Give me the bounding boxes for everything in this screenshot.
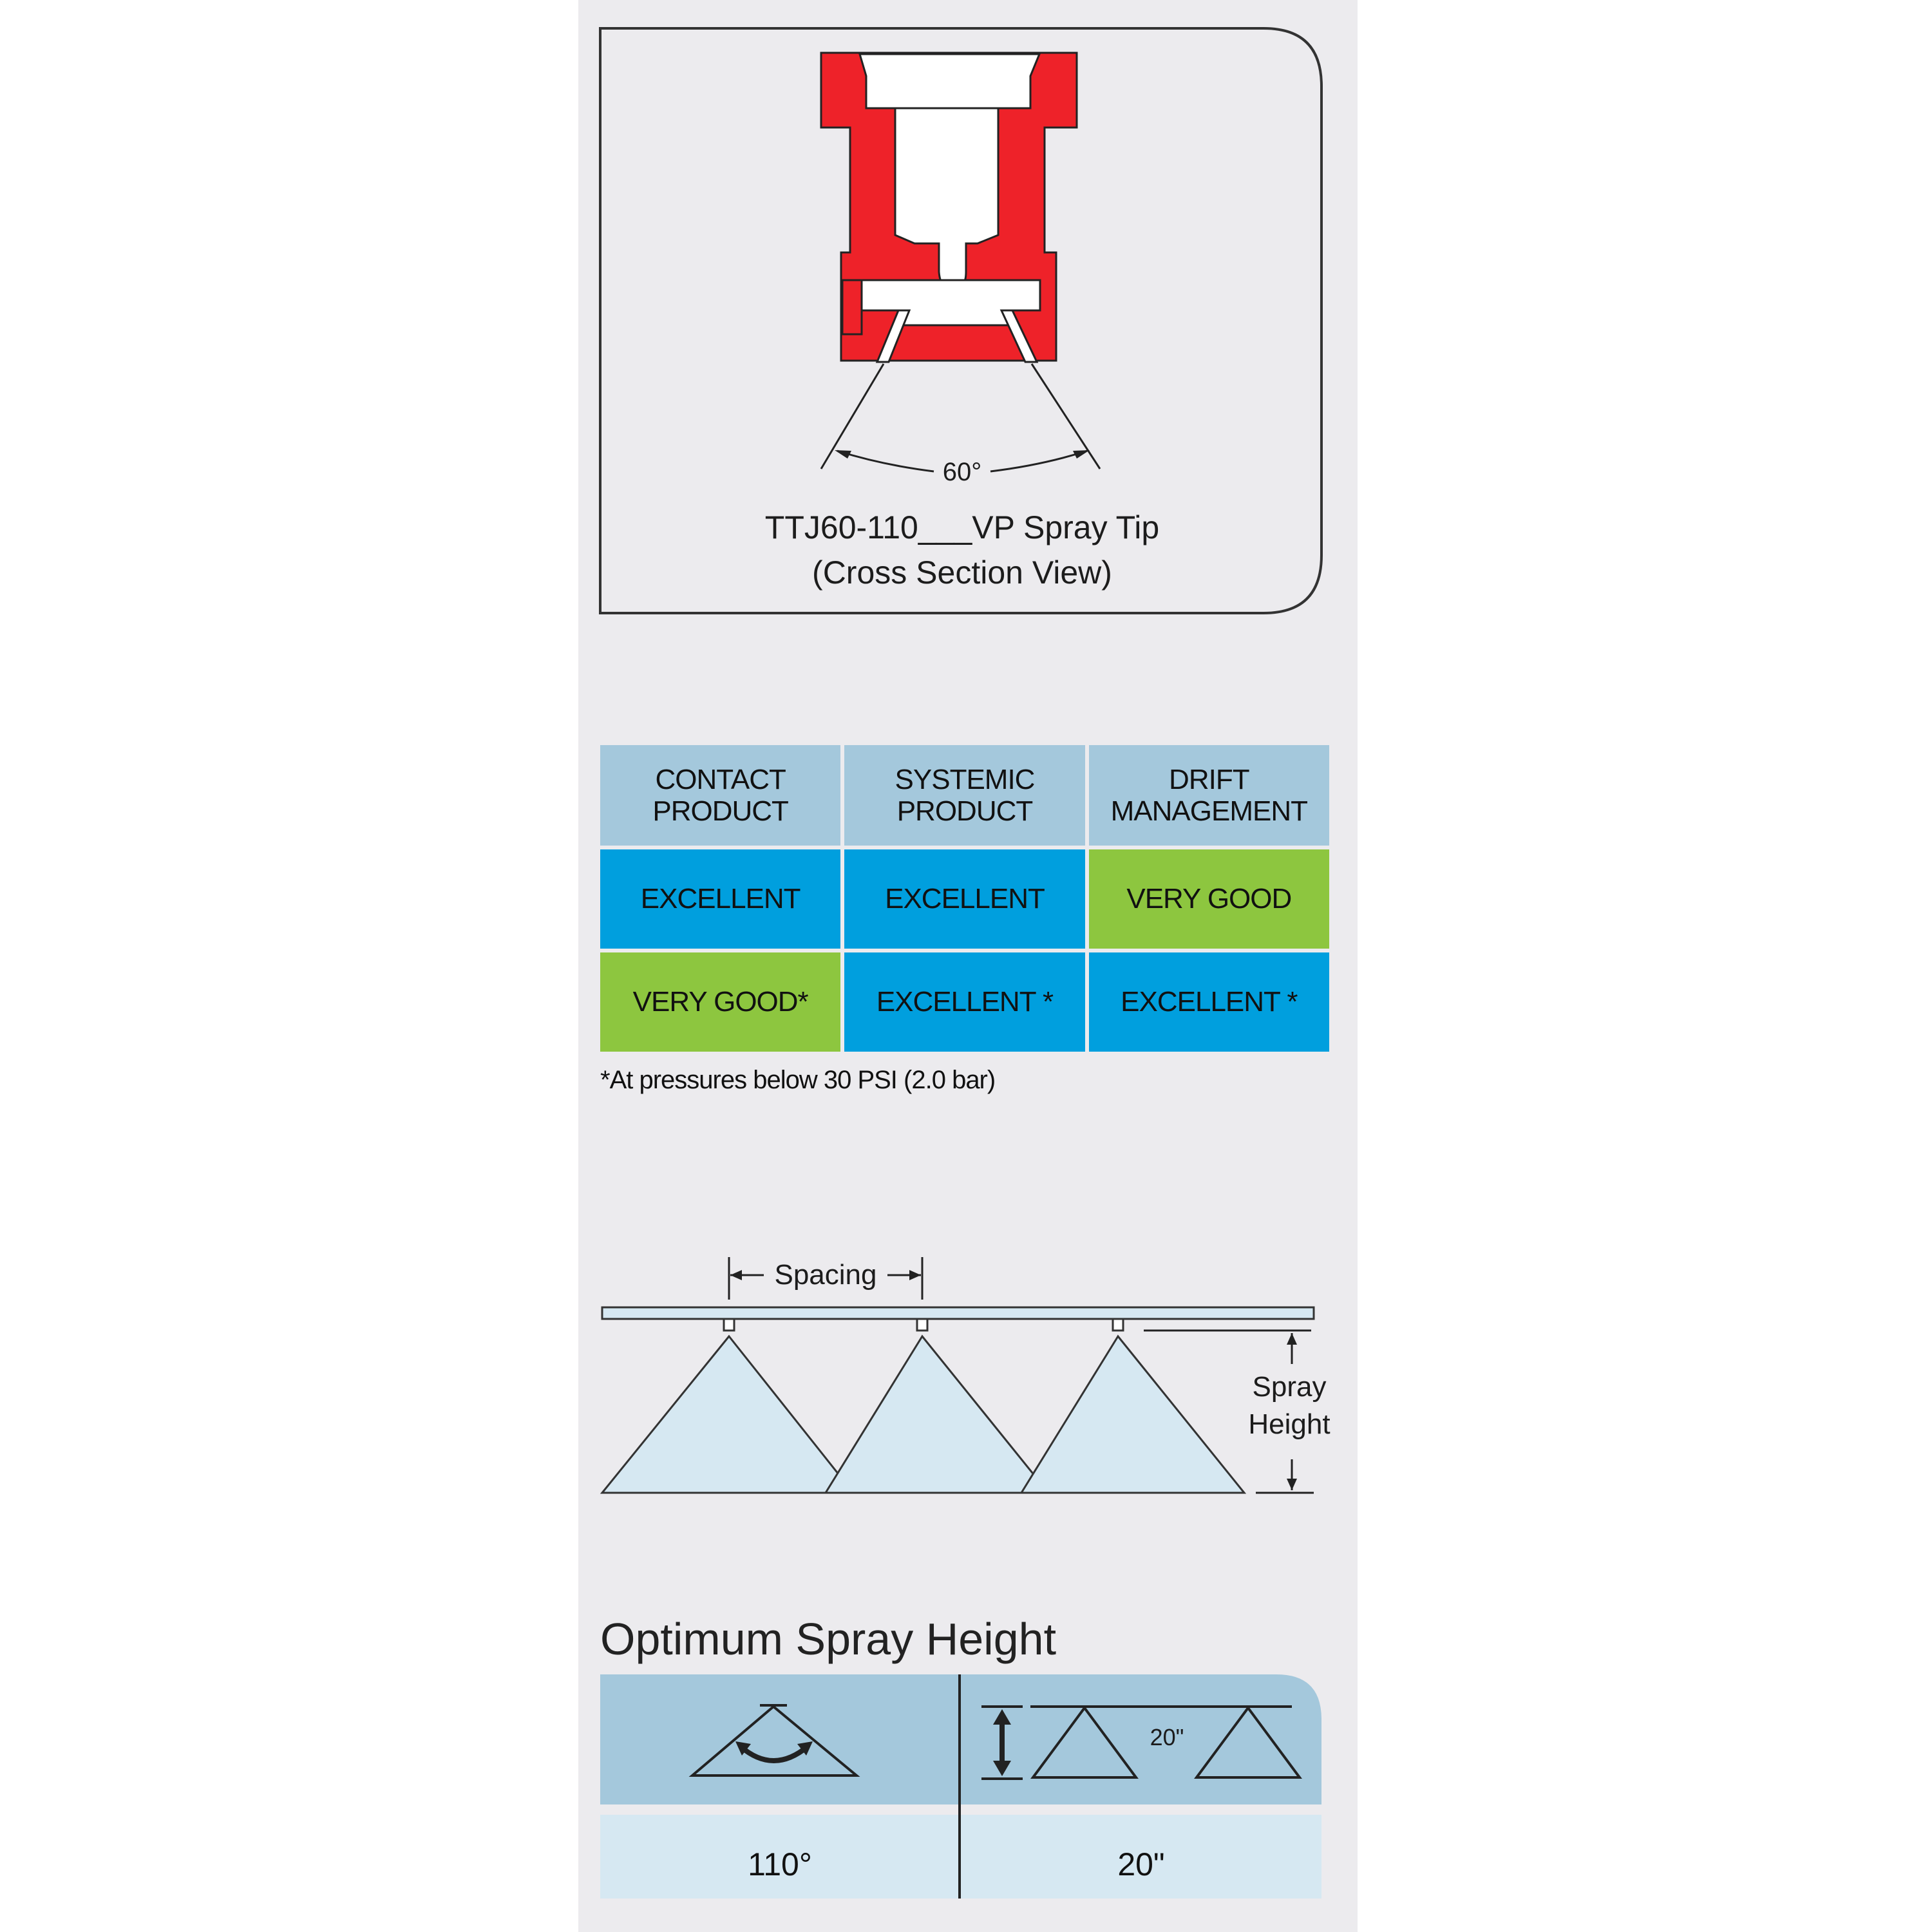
spray-cone-3 — [1019, 1334, 1247, 1494]
header-contact-product: CONTACT PRODUCT — [600, 745, 841, 846]
angle-arrow-left — [835, 450, 851, 459]
spacing-label: Spacing — [774, 1259, 876, 1291]
nozzle-outlet-right — [999, 309, 1039, 363]
spray-line-left — [820, 363, 885, 469]
optimum-spray-height-title: Optimum Spray Height — [600, 1614, 1057, 1664]
angle-arrow-right — [1073, 450, 1090, 459]
angle-arc-left — [837, 450, 934, 473]
spray-height-label-line1: Spray — [1253, 1371, 1327, 1403]
nozzle-cross-section — [820, 52, 1078, 363]
spacing-icon-label: 20" — [1150, 1724, 1184, 1750]
angle-label: 60° — [943, 458, 982, 486]
spacing-arrowhead-left — [730, 1270, 742, 1280]
ratings-row-2: VERY GOOD* EXCELLENT * EXCELLENT * — [600, 952, 1329, 1052]
rating-cell: EXCELLENT — [600, 849, 841, 949]
spray-overlap-diagram — [600, 1306, 1315, 1494]
spacing-arrowhead-right — [909, 1270, 921, 1280]
spray-height-value: 20" — [1117, 1846, 1165, 1882]
ratings-header-row: CONTACT PRODUCT SYSTEMIC PRODUCT DRIFT M… — [600, 745, 1329, 846]
cross-section-caption-line1: TTJ60-110___VP Spray Tip — [765, 509, 1159, 545]
nozzle-tip-1 — [723, 1318, 735, 1332]
spray-cone-2 — [824, 1334, 1051, 1494]
rating-cell: VERY GOOD* — [600, 952, 841, 1052]
spray-line-right — [1030, 363, 1101, 469]
nozzle-tip-3 — [1112, 1318, 1124, 1332]
height-arrowhead-bottom — [1287, 1479, 1297, 1490]
nozzle-inlet-cavity — [858, 53, 1041, 109]
ratings-footnote: *At pressures below 30 PSI (2.0 bar) — [600, 1066, 996, 1094]
nozzle-outlet-left — [875, 309, 911, 363]
spray-angle-icon — [688, 1704, 860, 1777]
boom-bar — [601, 1306, 1315, 1320]
header-systemic-product: SYSTEMIC PRODUCT — [844, 745, 1085, 846]
spray-height-label-line2: Height — [1248, 1408, 1330, 1440]
height-arrowhead-top — [1287, 1333, 1297, 1345]
cross-section-frame — [599, 27, 1323, 614]
rating-cell: EXCELLENT — [844, 849, 1085, 949]
ratings-row-1: EXCELLENT EXCELLENT VERY GOOD — [600, 849, 1329, 949]
header-drift-management: DRIFT MANAGEMENT — [1088, 745, 1329, 846]
rating-cell: EXCELLENT * — [844, 952, 1085, 1052]
nozzle-side-port — [841, 279, 863, 336]
spray-cone-1 — [600, 1334, 856, 1494]
rating-cell: EXCELLENT * — [1088, 952, 1329, 1052]
spray-height-icon — [981, 1705, 1302, 1780]
nozzle-tip-2 — [916, 1318, 929, 1332]
rating-cell: VERY GOOD — [1088, 849, 1329, 949]
angle-arc-right — [990, 450, 1088, 473]
ratings-table: CONTACT PRODUCT SYSTEMIC PRODUCT DRIFT M… — [600, 745, 1329, 1056]
spray-angle-value: 110° — [748, 1846, 812, 1882]
cross-section-caption-line2: (Cross Section View) — [812, 554, 1112, 591]
